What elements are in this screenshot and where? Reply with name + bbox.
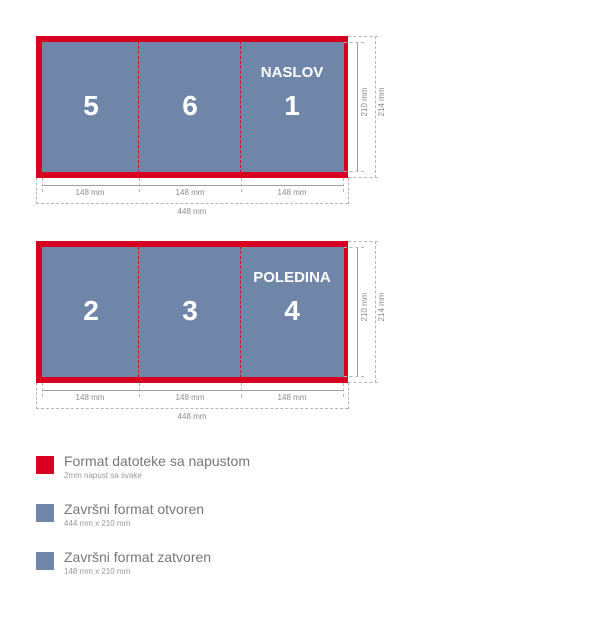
- panel-width-dimension-line: [42, 390, 344, 391]
- extension-line: [348, 177, 378, 178]
- panel-number: 2: [83, 295, 99, 326]
- extension-line: [42, 178, 43, 192]
- extension-line: [241, 383, 242, 397]
- panel-number: 5: [83, 90, 99, 121]
- extension-line: [344, 42, 364, 43]
- panel-width-label: 148 mm: [277, 393, 307, 402]
- legend-title: Format datoteke sa napustom: [64, 453, 250, 469]
- extension-line: [36, 383, 37, 409]
- extension-line: [42, 383, 43, 397]
- panel-width-dimension-line: [42, 185, 344, 186]
- trim-height-dimension-line: [357, 247, 358, 377]
- trim-area: [42, 247, 344, 377]
- legend-subtitle: 444 mm x 210 mm: [64, 519, 131, 528]
- legend-subtitle: 2mm napust sa svake: [64, 471, 142, 480]
- legend-swatch: [36, 456, 54, 474]
- fold-line: [240, 36, 241, 178]
- bleed-height-label: 214 mm: [377, 292, 386, 322]
- bleed-height-label: 214 mm: [377, 87, 386, 117]
- trim-height-dimension-line: [357, 42, 358, 172]
- sheet-inside: POLEDINA 2 3 4 148 mm 148 mm 148 mm 448 …: [0, 205, 595, 421]
- legend-item-closed-format: Završni format zatvoren 148 mm x 210 mm: [36, 549, 336, 592]
- extension-line: [344, 376, 364, 377]
- extension-line: [344, 247, 364, 248]
- trim-area: [42, 42, 344, 172]
- panel-width-label: 148 mm: [175, 393, 205, 402]
- bleed-height-dimension-line: [375, 241, 376, 383]
- extension-line: [343, 383, 344, 397]
- fold-line: [138, 241, 139, 383]
- panel-width-label: 148 mm: [75, 188, 105, 197]
- extension-line: [139, 178, 140, 192]
- extension-line: [348, 382, 378, 383]
- extension-line: [348, 383, 349, 409]
- extension-line: [348, 178, 349, 204]
- legend-swatch: [36, 504, 54, 522]
- extension-line: [348, 36, 378, 37]
- total-width-label: 448 mm: [177, 412, 207, 421]
- legend-title: Završni format zatvoren: [64, 549, 212, 565]
- total-width-label: 448 mm: [177, 207, 207, 216]
- fold-line: [240, 241, 241, 383]
- extension-line: [139, 383, 140, 397]
- panel-number: 4: [284, 295, 300, 326]
- panel-number: 3: [182, 295, 198, 326]
- extension-line: [348, 241, 378, 242]
- total-width-dimension-line: [36, 408, 348, 409]
- panel-width-label: 148 mm: [75, 393, 105, 402]
- extension-line: [344, 171, 364, 172]
- fold-line: [138, 36, 139, 178]
- panel-title: NASLOV: [260, 64, 324, 81]
- legend-subtitle: 148 mm x 210 mm: [64, 567, 131, 576]
- legend-item-open-format: Završni format otvoren 444 mm x 210 mm: [36, 501, 336, 544]
- panel-width-label: 148 mm: [175, 188, 205, 197]
- bleed-height-dimension-line: [375, 36, 376, 178]
- trim-height-label: 210 mm: [360, 87, 369, 117]
- legend-item-bleed: Format datoteke sa napustom 2mm napust s…: [36, 453, 336, 496]
- extension-line: [343, 178, 344, 192]
- panel-number: 1: [284, 90, 300, 121]
- trim-height-label: 210 mm: [360, 292, 369, 322]
- panel-width-label: 148 mm: [277, 188, 307, 197]
- panel-number: 6: [182, 90, 198, 121]
- panel-title: POLEDINA: [253, 269, 331, 286]
- legend-title: Završni format otvoren: [64, 501, 205, 517]
- sheet-outside: NASLOV 5 6 1 148 mm 148 mm 148 mm 448 mm…: [0, 0, 595, 216]
- extension-line: [36, 178, 37, 204]
- total-width-dimension-line: [36, 203, 348, 204]
- legend-swatch: [36, 552, 54, 570]
- extension-line: [241, 178, 242, 192]
